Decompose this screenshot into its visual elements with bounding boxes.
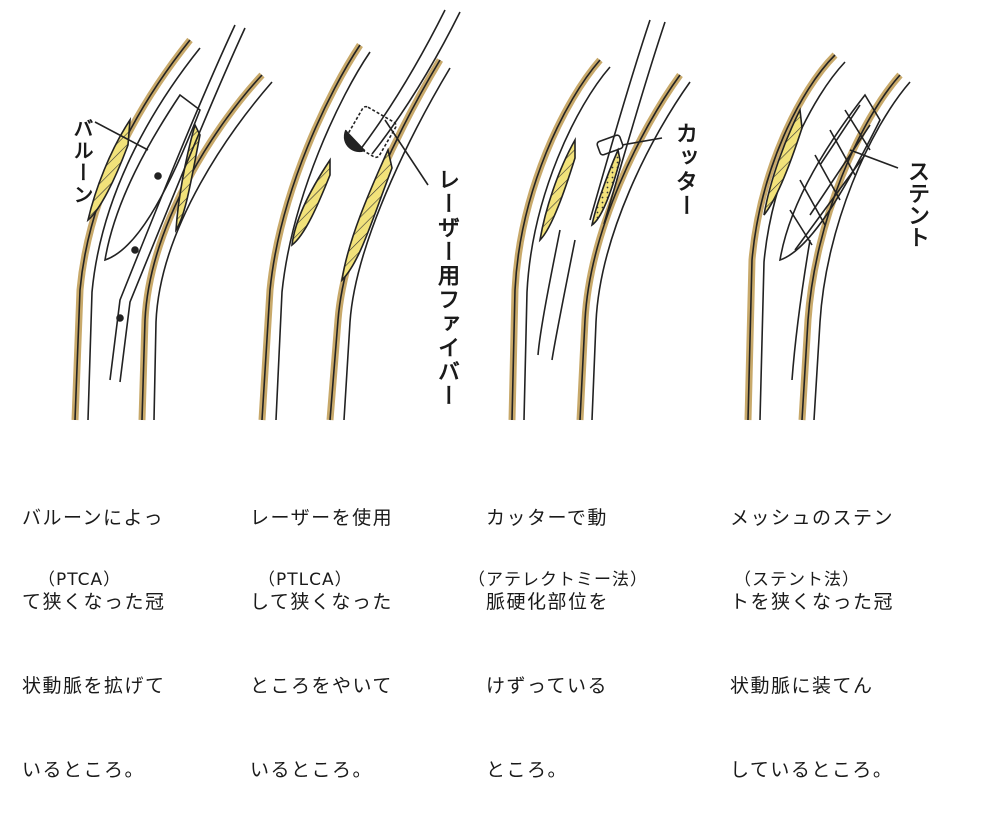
angioplasty-diagram: バルーン レーザー用ファイバー カッター ステント バルーンによっ て狭くなった… <box>0 0 987 596</box>
panel-1-ptca-illustration <box>75 25 272 420</box>
guide-catheter <box>110 25 235 380</box>
balloon-label: バルーン <box>68 118 97 206</box>
method-ptlca: （PTLCA） <box>258 565 353 590</box>
caption-line: 状動脈を拡げて <box>22 672 166 700</box>
caption-line: けずっている <box>486 672 609 700</box>
laser-tip <box>345 130 365 151</box>
plaque-right <box>342 150 392 280</box>
method-atherectomy: （アテレクトミー法） <box>468 565 648 590</box>
caption-line: 脈硬化部位を <box>486 588 609 616</box>
caption-line: して狭くなった <box>250 588 393 616</box>
caption-line: ところ。 <box>486 756 609 784</box>
caption-line: いるところ。 <box>250 756 393 784</box>
caption-line: て狭くなった冠 <box>22 588 166 616</box>
caption-line: カッターで動 <box>486 504 609 532</box>
caption-atherectomy: カッターで動 脈硬化部位を けずっている ところ。 <box>486 448 609 840</box>
caption-stent: メッシュのステン トを狭くなった冠 状動脈に装てん しているところ。 <box>730 448 894 840</box>
method-ptca: （PTCA） <box>38 565 121 590</box>
caption-line: メッシュのステン <box>730 504 894 532</box>
panel-3-atherectomy-illustration <box>512 20 690 420</box>
cutter-label: カッター <box>668 122 700 218</box>
caption-ptca: バルーンによっ て狭くなった冠 状動脈を拡げて いるところ。 <box>22 448 166 840</box>
caption-line: いるところ。 <box>22 756 166 784</box>
caption-line: 状動脈に装てん <box>730 672 894 700</box>
caption-line: しているところ。 <box>730 756 894 784</box>
panel-4-stent-illustration <box>748 55 910 420</box>
method-stent: （ステント法） <box>734 565 860 590</box>
cutter <box>596 134 623 155</box>
stent-label: ステント <box>900 160 932 248</box>
caption-line: レーザーを使用 <box>250 504 393 532</box>
vessel-wall-left <box>75 40 190 420</box>
caption-line: バルーンによっ <box>22 504 166 532</box>
laser-fiber-label: レーザー用ファイバー <box>430 168 462 408</box>
caption-ptlca: レーザーを使用 して狭くなった ところをやいて いるところ。 <box>250 448 393 840</box>
caption-line: ところをやいて <box>250 672 393 700</box>
caption-line: トを狭くなった冠 <box>730 588 894 616</box>
